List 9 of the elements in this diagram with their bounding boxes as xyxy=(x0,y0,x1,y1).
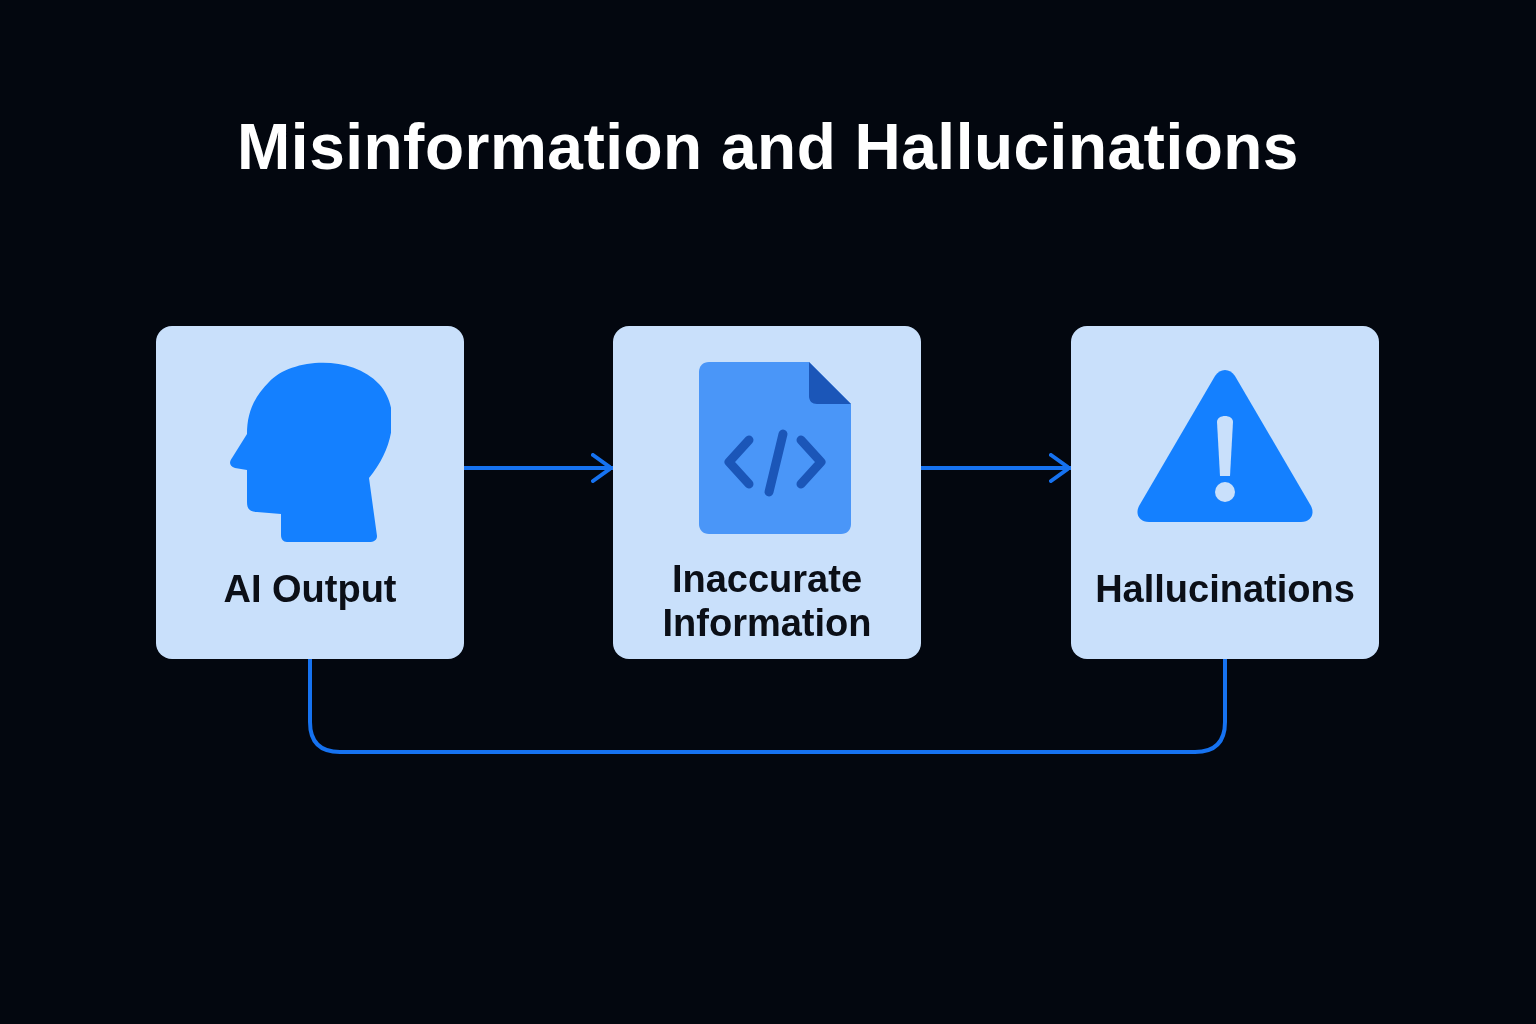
connector-arrow xyxy=(921,453,1071,483)
node-label: Hallucinations xyxy=(1094,568,1356,612)
connector-arrow xyxy=(464,453,613,483)
process-box xyxy=(613,326,921,659)
title: Misinformation and Hallucinations xyxy=(237,110,1299,184)
process-box xyxy=(156,326,464,659)
node-label: Inaccurate Information xyxy=(661,558,873,646)
node-label: AI Output xyxy=(222,568,398,612)
process-box xyxy=(1071,326,1379,659)
